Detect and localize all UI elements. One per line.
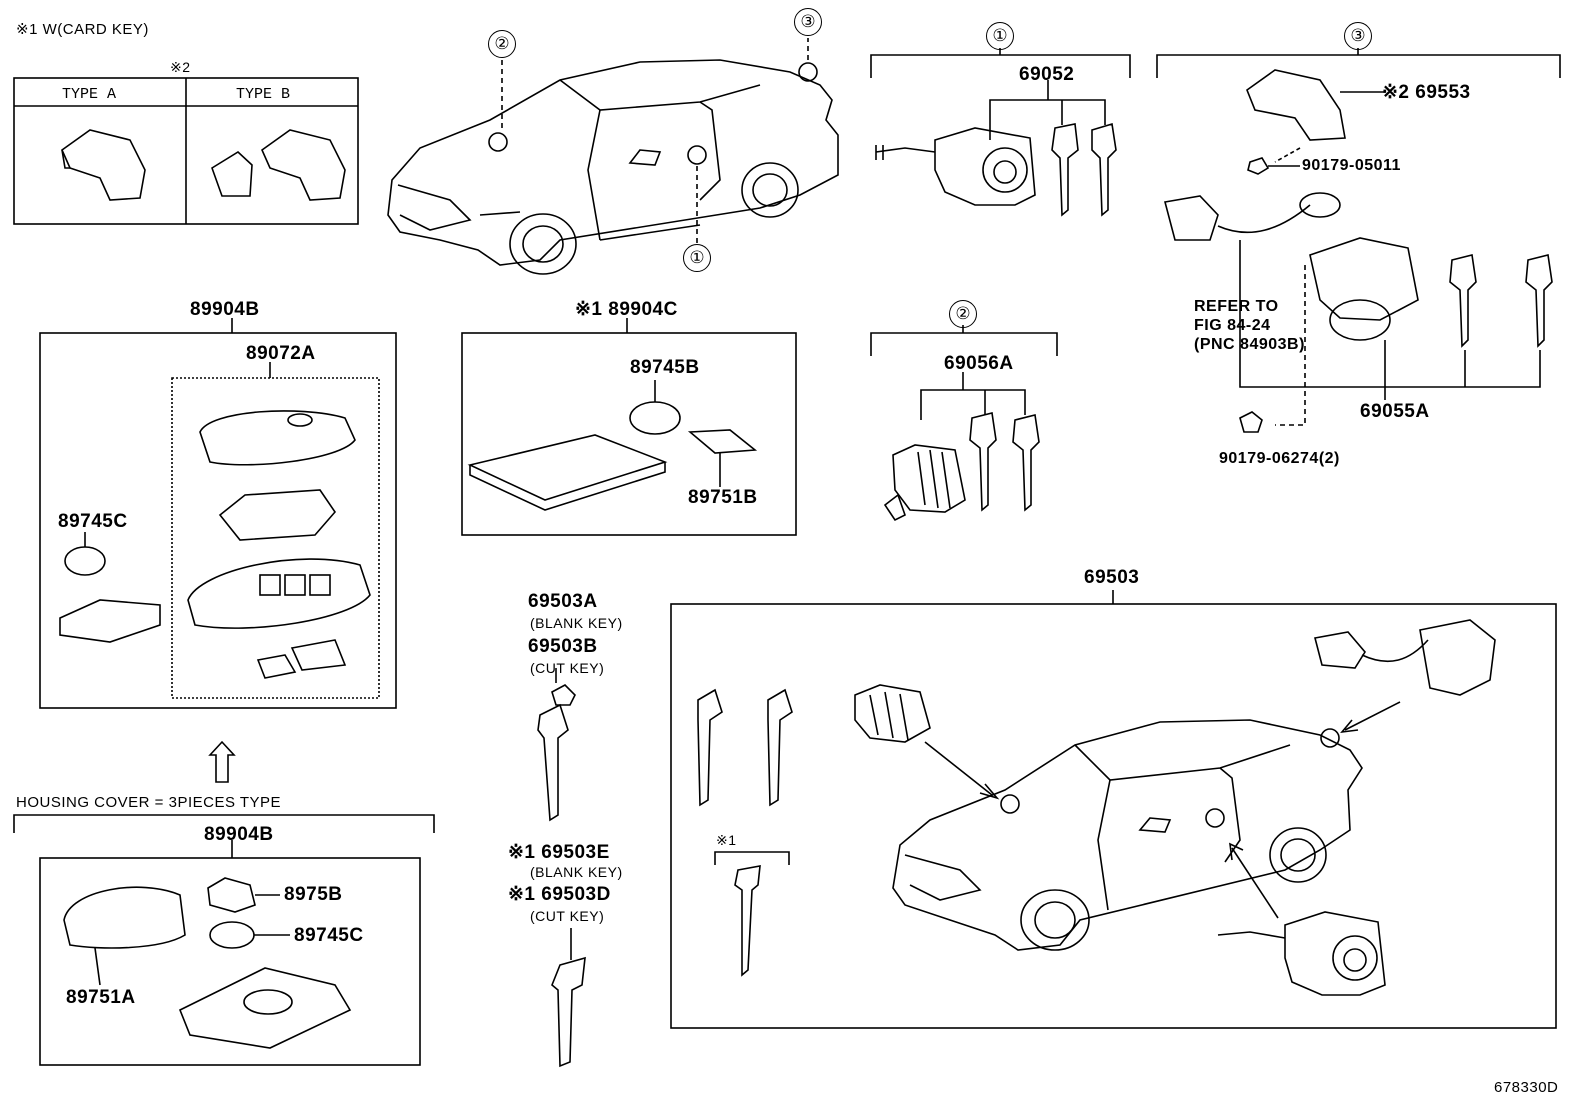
part-69052: 69052 — [1019, 64, 1075, 85]
part-89751A: 89751A — [66, 987, 136, 1008]
part-69055A: 69055A — [1360, 401, 1430, 422]
keys-69052-drawing — [1051, 122, 1117, 217]
part-90179-06274: 90179-06274(2) — [1219, 450, 1340, 467]
card-key-note: ※1 W(CARD KEY) — [16, 21, 149, 38]
callout-2-car: ② — [488, 30, 516, 58]
part-89904C: ※1 89904C — [575, 299, 678, 320]
fig-ref-line3: (PNC 84903B) — [1194, 336, 1305, 353]
blank-key-label-2: (BLANK KEY) — [530, 864, 623, 880]
part-89751B: 89751B — [688, 487, 758, 508]
part-89745C-bottom: 89745C — [294, 925, 364, 946]
car-box-drawing — [892, 719, 1363, 951]
ignition-switch-drawing — [875, 127, 1036, 206]
part-69503D: ※1 69503D — [508, 884, 611, 905]
callout-1-bracket: ① — [986, 22, 1014, 50]
box-89072A — [171, 377, 380, 699]
type-b-label: TYPE B — [236, 86, 291, 103]
box-89904B-bottom — [39, 857, 421, 1066]
type-a-label: TYPE A — [62, 86, 117, 103]
box-89904B-top — [39, 332, 397, 709]
door-cylinder-drawing — [883, 444, 966, 522]
box-89904C — [461, 332, 797, 536]
cut-key-label-1: (CUT KEY) — [530, 660, 605, 676]
car-top-drawing — [387, 38, 839, 275]
part-69503B: 69503B — [528, 636, 598, 657]
part-89745C-left: 89745C — [58, 511, 128, 532]
blank-key-label-1: (BLANK KEY) — [530, 615, 623, 631]
part-90179-05011: 90179-05011 — [1302, 157, 1401, 174]
part-89904B-top: 89904B — [190, 299, 260, 320]
fig-ref-line2: FIG 84-24 — [1194, 317, 1271, 334]
callout-3-bracket: ③ — [1344, 22, 1372, 50]
cut-key-label-2: (CUT KEY) — [530, 908, 605, 924]
part-69553: ※2 69553 — [1382, 82, 1471, 103]
note2-mark: ※2 — [170, 59, 191, 75]
part-69056A: 69056A — [944, 353, 1014, 374]
diagram-id: 678330D — [1494, 1079, 1559, 1096]
part-8975B: 8975B — [284, 884, 343, 905]
fig-ref-line1: REFER TO — [1194, 298, 1279, 315]
part-89072A: 89072A — [246, 343, 316, 364]
part-69503: 69503 — [1084, 567, 1140, 588]
callout-1-car: ① — [683, 244, 711, 272]
callout-3-car: ③ — [794, 8, 822, 36]
part-89904B-bottom: 89904B — [204, 824, 274, 845]
part-89745B: 89745B — [630, 357, 700, 378]
part-69503A: 69503A — [528, 591, 598, 612]
callout-2-bracket: ② — [949, 300, 977, 328]
part-69503E: ※1 69503E — [508, 842, 610, 863]
box-69503 — [670, 603, 1557, 1029]
housing-cover-note: HOUSING COVER = 3PIECES TYPE — [16, 794, 282, 811]
note1-small: ※1 — [716, 832, 737, 848]
